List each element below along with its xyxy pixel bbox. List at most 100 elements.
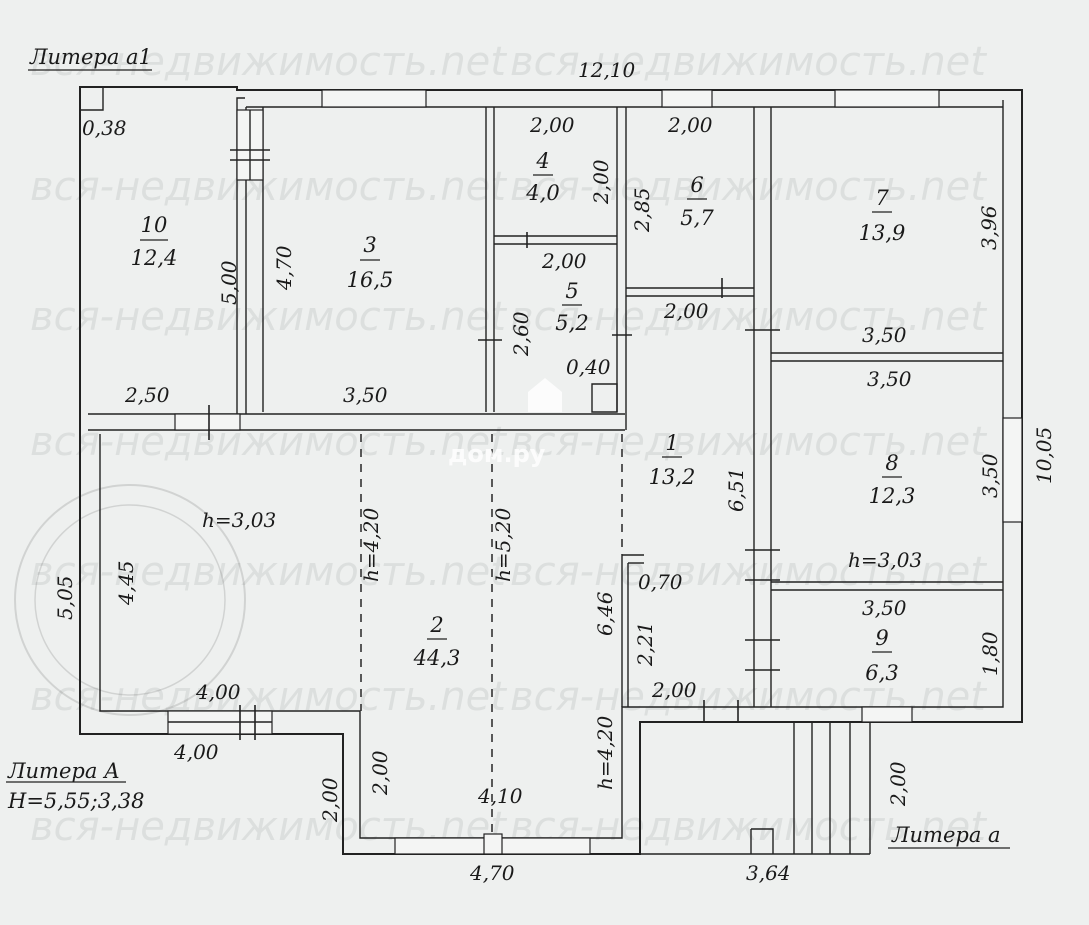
- room-area: 13,2: [649, 465, 696, 489]
- label-litera-a1: Литера а1: [29, 45, 152, 69]
- room-4: 4 4,0: [525, 149, 559, 205]
- watermark-text: вся-недвижимость.net: [510, 164, 987, 210]
- room-area: 5,7: [680, 206, 714, 230]
- dim-label: 4,45: [114, 560, 138, 606]
- window: [661, 89, 713, 108]
- room-number: 4: [535, 149, 549, 173]
- room-8: 8 12,3: [869, 451, 916, 508]
- dim-label: 6,51: [724, 467, 748, 512]
- watermark-text: вся-недвижимость.net: [30, 294, 507, 340]
- dim-label: 2,00: [667, 113, 713, 137]
- dim-label: 0,38: [82, 116, 127, 140]
- dim-label: 2,60: [509, 311, 533, 357]
- dim-label: 2,85: [630, 187, 654, 233]
- logo-watermark: дом.ру: [448, 378, 562, 468]
- room-number: 1: [665, 431, 678, 455]
- room-area: 13,9: [859, 221, 906, 245]
- window: [321, 89, 427, 108]
- window: [861, 706, 913, 723]
- dim-label: h=4,20: [593, 716, 617, 790]
- dim-label: 3,64: [746, 861, 791, 885]
- room-2: 2 44,3: [413, 613, 461, 670]
- dim-label: 10,05: [1032, 427, 1056, 484]
- dim-label: 0,40: [566, 355, 611, 379]
- room-labels: 10 12,4 3 16,5 4 4,0 5 5,2 6 5,7 7 13,9: [131, 149, 916, 685]
- logo-text: дом.ру: [448, 440, 546, 468]
- dim-label: 2,50: [124, 383, 170, 407]
- window: [174, 413, 241, 431]
- room-area: 44,3: [413, 646, 461, 670]
- watermark-text: вся-недвижимость.net: [510, 674, 987, 720]
- watermark-text: вся-недвижимость.net: [30, 549, 507, 595]
- watermark-text: вся-недвижимость.net: [30, 164, 507, 210]
- room-area: 4,0: [525, 181, 559, 205]
- room-10: 10 12,4: [131, 213, 178, 270]
- walls: [79, 86, 1023, 855]
- room-number: 2: [429, 613, 443, 637]
- windows: [167, 89, 1023, 855]
- room-number: 7: [875, 186, 889, 210]
- dim-label: 1,80: [978, 631, 1002, 676]
- watermark-text: вся-недвижимость.net: [30, 39, 507, 85]
- room-9: 9 6,3: [865, 626, 898, 685]
- dim-label: 3,50: [978, 453, 1002, 498]
- dim-label: 5,00: [217, 260, 241, 305]
- watermark-text: вся-недвижимость.net: [510, 39, 987, 85]
- window: [834, 89, 940, 108]
- window: [1002, 417, 1023, 523]
- dim-label: 2,00: [318, 777, 342, 823]
- door-marks: [208, 149, 780, 740]
- dim-label: 4,00: [173, 740, 219, 764]
- room-6: 6 5,7: [680, 173, 714, 230]
- dim-label: h=5,20: [491, 508, 515, 582]
- label-litera-A: Литера А: [7, 759, 120, 783]
- room-area: 12,3: [869, 484, 916, 508]
- watermark-text: вся-недвижимость.net: [510, 294, 987, 340]
- dim-label: 6,46: [593, 591, 617, 636]
- dim-label: 2,00: [368, 750, 392, 796]
- room-number: 5: [565, 279, 578, 303]
- room-number: 8: [885, 451, 898, 475]
- room-5: 5 5,2: [555, 279, 588, 335]
- dim-label: h=4,20: [359, 508, 383, 582]
- dim-label: 0,70: [638, 570, 683, 594]
- dim-label: 3,50: [343, 383, 388, 407]
- label-litera-a: Литера а: [891, 823, 1001, 847]
- dim-label: 2,00: [589, 159, 613, 205]
- dim-label: 2,00: [651, 678, 697, 702]
- room-number: 10: [141, 213, 168, 237]
- window: [499, 837, 591, 855]
- label-litera-A-height: H=5,55;3,38: [7, 789, 145, 813]
- dim-label: h=3,03: [202, 508, 276, 532]
- dim-label: 4,70: [469, 861, 515, 885]
- dim-label: 3,50: [867, 367, 912, 391]
- room-1: 1 13,2: [649, 431, 696, 489]
- dim-label: 5,05: [53, 575, 77, 620]
- room-area: 5,2: [555, 311, 588, 335]
- room-area: 6,3: [865, 661, 898, 685]
- dim-label: 2,00: [541, 249, 587, 273]
- dim-label: 4,70: [272, 245, 296, 291]
- dim-label: 3,50: [862, 323, 907, 347]
- window: [483, 833, 503, 855]
- room-3: 3 16,5: [347, 233, 394, 292]
- room-area: 16,5: [347, 268, 394, 292]
- watermark-text: вся-недвижимость.net: [510, 419, 987, 465]
- room-number: 9: [875, 626, 888, 650]
- dim-label: 3,96: [977, 205, 1001, 250]
- dim-label: 2,00: [529, 113, 575, 137]
- dimension-labels: 12,10 0,38 2,50 3,50 2,00 2,00 2,00 0,40…: [53, 58, 1056, 885]
- dim-label: 4,10: [477, 784, 523, 808]
- watermark-text: вся-недвижимость.net: [30, 419, 507, 465]
- window: [394, 837, 486, 855]
- stamp-seal: [14, 484, 246, 716]
- dim-label: h=3,03: [848, 548, 922, 572]
- dim-label: 2,21: [633, 621, 657, 667]
- room-number: 6: [690, 173, 703, 197]
- room-area: 12,4: [131, 246, 178, 270]
- dim-label: 2,00: [663, 299, 709, 323]
- room-7: 7 13,9: [859, 186, 906, 245]
- dim-label: 4,00: [195, 680, 241, 704]
- room-number: 3: [363, 233, 376, 257]
